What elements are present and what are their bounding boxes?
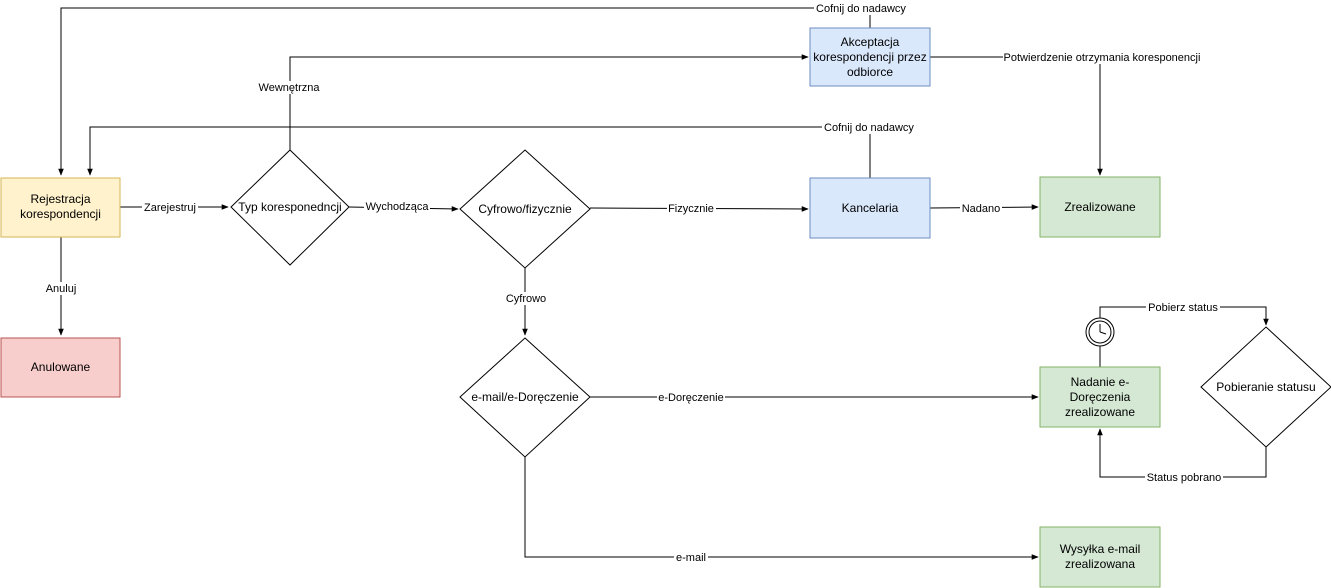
edge-label-status-pobrano: Status pobrano [1145,471,1223,484]
svg-text:Potwierdzenie otrzymania kores: Potwierdzenie otrzymania koresponencji [1004,52,1201,64]
node-zrealizowane[interactable]: Zrealizowane [1039,176,1161,238]
svg-text:Wychodząca: Wychodząca [366,201,430,213]
svg-text:Cyfrowo: Cyfrowo [506,293,546,305]
svg-text:Zarejestruj: Zarejestruj [144,202,196,214]
svg-text:Cofnij do nadawcy: Cofnij do nadawcy [824,122,914,134]
edge-cofnij-top [58,7,871,176]
svg-text:e-mail/e-Doręczenie: e-mail/e-Doręczenie [471,390,579,404]
edge-label-cofnij-mid: Cofnij do nadawcy [822,121,917,134]
edge-e-mail [524,457,1039,560]
svg-text:Typ koresponedncji: Typ koresponedncji [238,200,341,214]
edge-label-fizycznie: Fizycznie [667,202,716,215]
edge-label-nadano: Nadano [960,202,1002,215]
svg-text:Cyfrowo/fizycznie: Cyfrowo/fizycznie [478,202,572,216]
edge-label-zarejestruj: Zarejestruj [142,201,198,214]
svg-text:Fizycznie: Fizycznie [668,203,714,215]
edge-label-anuluj: Anuluj [44,282,79,295]
edge-label-pobierz-status: Pobierz status [1146,301,1220,314]
svg-text:Cofnij do nadawcy: Cofnij do nadawcy [816,3,906,15]
svg-text:Status pobrano: Status pobrano [1147,472,1222,484]
edge-label-cofnij-top: Cofnij do nadawcy [814,2,909,15]
edge-label-e-mail: e-mail [674,551,708,564]
node-email-edoreczenie[interactable]: e-mail/e-Doręczenie [459,337,591,458]
node-anulowane[interactable]: Anulowane [0,337,121,398]
edge-cofnij-mid [87,126,871,178]
svg-text:Pobierz status: Pobierz status [1148,302,1218,314]
node-typ-korespondencji[interactable]: Typ koresponedncji [230,149,350,266]
node-pobieranie-statusu[interactable]: Pobieranie statusu [1200,326,1331,448]
edge-status-pobrano [1097,428,1267,478]
node-kancelaria[interactable]: Kancelaria [809,177,931,239]
svg-text:Anuluj: Anuluj [46,283,77,295]
edge-label-wewnetrzna: Wewnętrzna [256,81,322,94]
node-cyfrowo-fizycznie[interactable]: Cyfrowo/fizycznie [459,149,591,269]
edge-label-potwierdzenie: Potwierdzenie otrzymania koresponencji [1003,51,1202,64]
clock-icon [1085,317,1115,347]
svg-text:Pobieranie statusu: Pobieranie statusu [1216,380,1315,394]
edge-label-cyfrowo: Cyfrowo [504,292,548,305]
svg-text:e-mail: e-mail [676,552,706,564]
edge-label-wychodzaca: Wychodząca [364,200,430,213]
svg-text:Kancelaria: Kancelaria [842,201,899,215]
edge-label-e-doreczenie: e-Doręczenie [657,391,725,404]
svg-text:Zrealizowane: Zrealizowane [1064,200,1136,214]
edge-wewnetrzna [289,54,809,150]
svg-text:Anulowane: Anulowane [31,360,91,374]
edge-potwierdzenie [930,56,1103,176]
svg-text:Nadano: Nadano [962,203,1001,215]
svg-text:e-Doręczenie: e-Doręczenie [658,392,723,404]
svg-text:Wewnętrzna: Wewnętrzna [259,82,321,94]
